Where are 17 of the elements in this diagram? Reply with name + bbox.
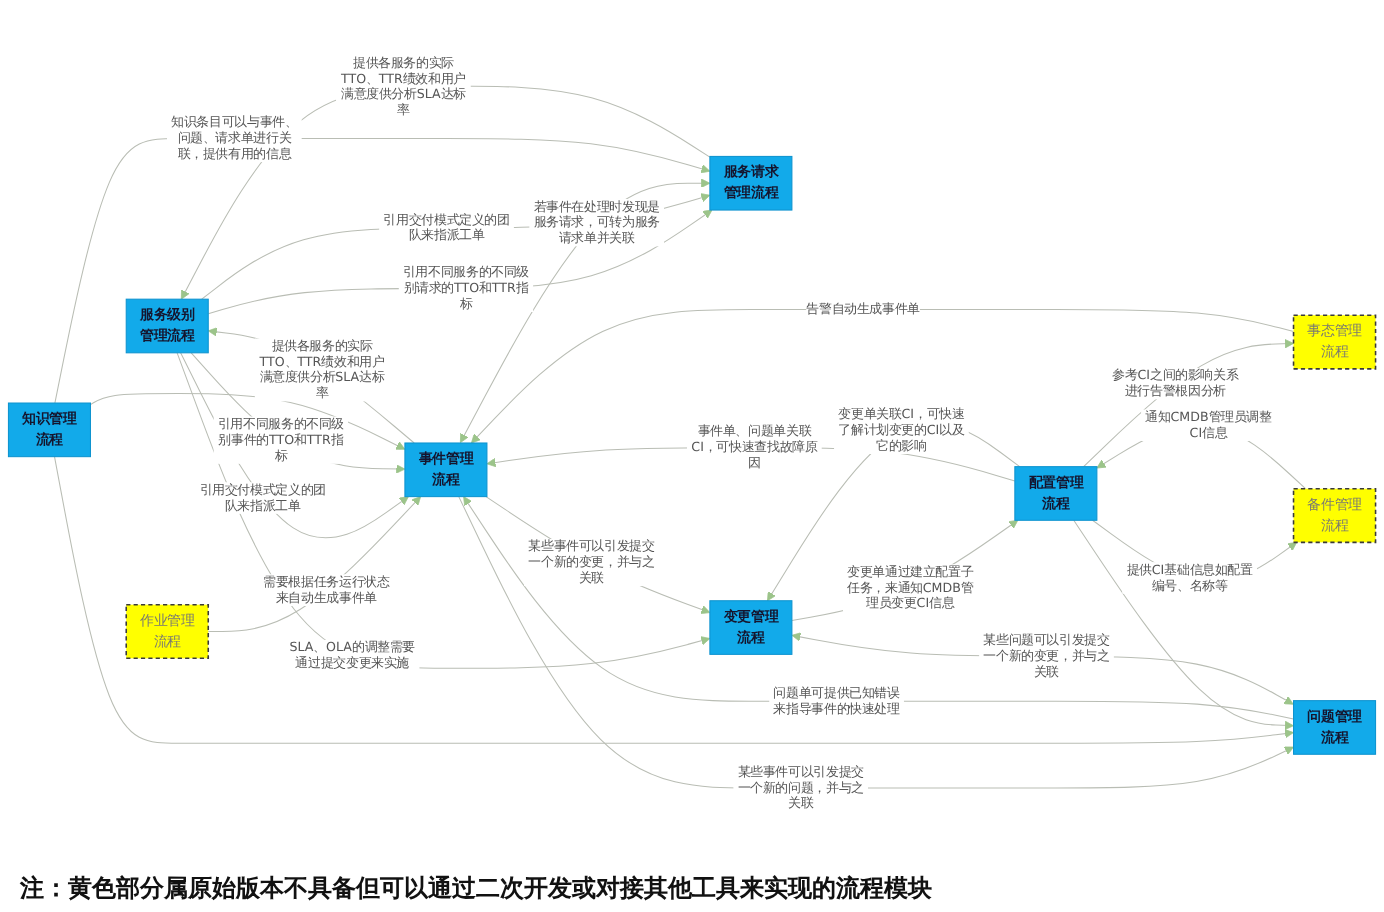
- arrow: [207, 495, 422, 632]
- arrow: [459, 177, 711, 443]
- caption-note: 注：黄色部分属原始版本不具备但可以通过二次开发或对接其他工具来实现的流程模块: [20, 871, 932, 905]
- arrow: [180, 84, 711, 299]
- arrow: [791, 518, 1019, 620]
- arrow: [791, 631, 1294, 704]
- arrow: [207, 208, 713, 314]
- arrow: [54, 137, 711, 403]
- arrow: [471, 307, 1295, 443]
- arrow: [190, 351, 406, 473]
- arrow: [485, 495, 711, 614]
- arrow: [1083, 338, 1294, 467]
- arrow: [463, 495, 1295, 719]
- arrow: [176, 351, 711, 668]
- arrow: [1073, 518, 1294, 729]
- arrow: [458, 495, 1294, 788]
- arrow: [53, 455, 1294, 743]
